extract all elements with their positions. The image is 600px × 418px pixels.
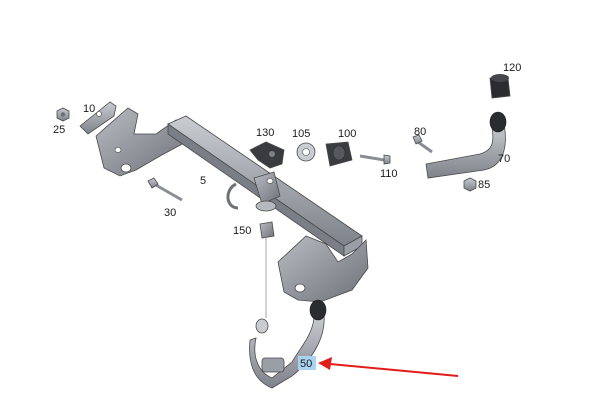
part-110-bolt [359,154,391,165]
label-120: 120 [503,62,521,74]
part-85-nut [463,177,477,192]
part-25-nut [56,107,70,122]
label-25: 25 [53,124,65,136]
part-105-washer [296,142,316,162]
part-80-bolt [412,134,433,154]
part-150-clamp [259,221,275,318]
part-10-plate [79,101,117,135]
part-70-ball-arm [425,111,507,179]
label-110: 110 [380,168,398,180]
label-70: 70 [498,153,510,165]
label-80: 80 [414,126,426,138]
part-130-bracket [249,141,285,169]
label-30: 30 [164,207,176,219]
label-105: 105 [292,128,310,140]
part-50-hitch-assembly [249,299,327,389]
part-120-cap [489,74,511,99]
label-50: 50 [300,358,312,370]
part-10-left-bracket [95,107,189,177]
label-10: 10 [83,103,95,115]
part-5-right-bracket [277,235,369,303]
part-50-highlight [298,356,316,370]
label-5: 5 [200,175,206,187]
label-130: 130 [256,127,274,139]
red-arrow-icon [318,357,459,377]
label-85: 85 [478,179,490,191]
part-5-crossbar [167,115,363,257]
label-150: 150 [233,225,251,237]
part-100-bushing [325,141,353,167]
label-100: 100 [338,128,356,140]
part-30-bolt [147,177,183,202]
